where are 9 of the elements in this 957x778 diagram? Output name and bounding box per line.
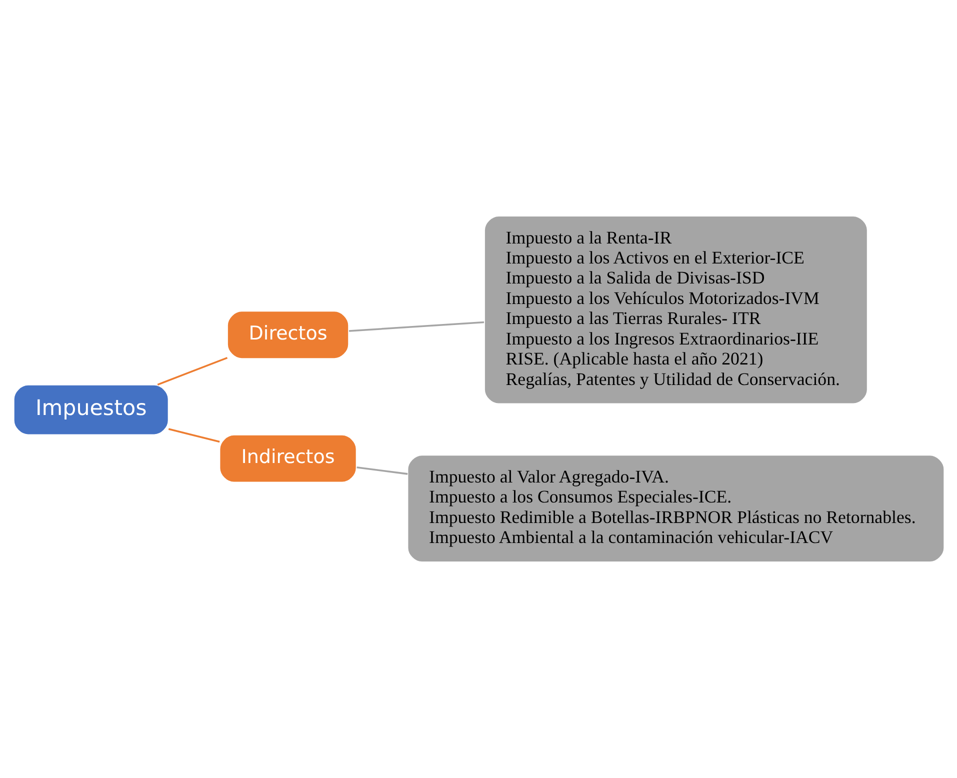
- node-box: Impuesto a la Renta-IR Impuesto a los Activos en el Exterior-ICE Impuesto a la Salida de Divisas-ISD Impuesto a los Vehículos Motorizados-IVM Impuesto a las Tierras Rurales- ITR Impuesto a los Ingresos Extraordinarios-IIE RISE. (Aplicable hasta el año 2021) Regalías, Patentes y Utilidad de Conservación.: [483, 215, 868, 404]
- node-box: Directos: [226, 310, 349, 360]
- connector: [348, 321, 484, 332]
- connector: [156, 356, 228, 386]
- node-box: Indirectos: [218, 434, 357, 483]
- node-box: Impuestos: [12, 384, 169, 436]
- node-box: Impuesto al Valor Agregado-IVA. Impuesto a los Consumos Especiales-ICE. Impuesto Redimible a Botellas-IRBPNOR Plásticas no Retornables. Impuesto Ambiental a la contaminación vehicular-IACV: [406, 454, 944, 563]
- connector: [356, 466, 408, 475]
- connector: [168, 428, 220, 443]
